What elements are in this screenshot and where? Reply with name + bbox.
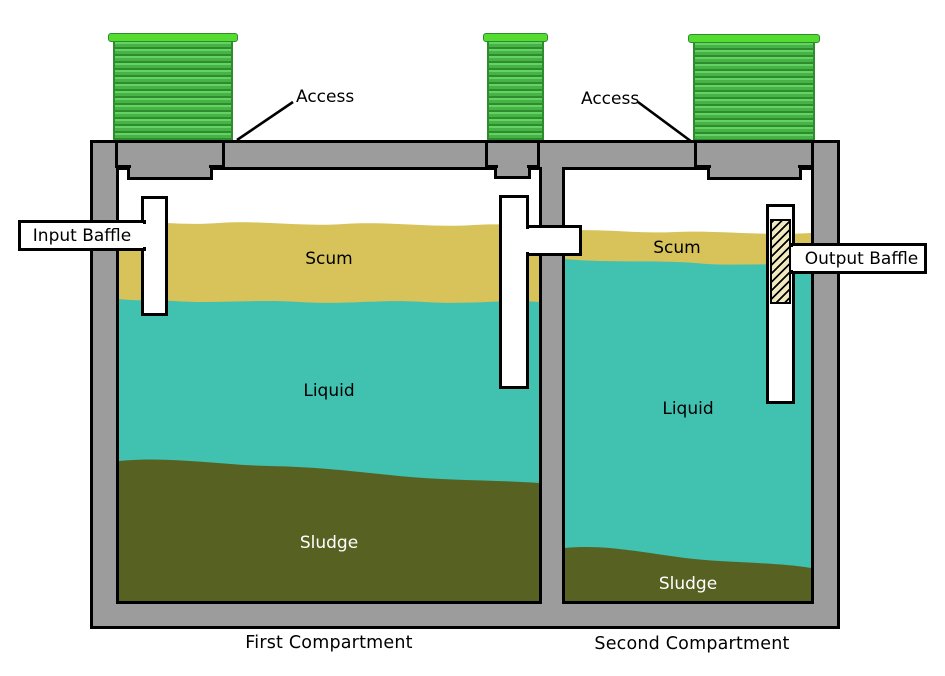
center-baffle-arm: [526, 225, 582, 256]
input-baffle-pipe: [141, 196, 168, 316]
sludge-layer: [565, 547, 811, 601]
input-baffle-label-text: Input Baffle: [32, 225, 132, 246]
sludge-label-1: Sludge: [299, 533, 359, 553]
pipe-patch: [791, 247, 798, 270]
access-label-right: Access: [581, 89, 640, 109]
liquid-label-2: Liquid: [662, 399, 714, 419]
effluent-filter: [770, 219, 791, 304]
access-riser: [487, 42, 544, 143]
center-baffle-pipe: [499, 195, 529, 389]
pipe-patch: [524, 229, 531, 252]
plug-patch: [131, 163, 209, 169]
input-baffle-label: Input Baffle: [18, 220, 146, 251]
liquid-label-1: Liquid: [303, 381, 355, 401]
access-pointer-right: [637, 100, 693, 144]
riser-lid: [688, 34, 820, 43]
compartment-1-caption: First Compartment: [245, 633, 413, 653]
scum-label-2: Scum: [653, 238, 701, 258]
pipe-patch: [140, 224, 148, 247]
access-riser: [693, 43, 815, 143]
scum-layer: [565, 230, 811, 266]
compartment-1-layers: [119, 222, 539, 601]
compartment-1: [116, 167, 542, 604]
scum-layer: [119, 222, 539, 303]
plug-patch: [711, 163, 798, 169]
riser-lid: [108, 33, 238, 42]
access-label-left: Access: [296, 87, 355, 107]
access-riser: [113, 42, 233, 143]
riser-lid: [483, 33, 548, 42]
plug-patch: [498, 163, 527, 169]
access-pointer-left: [236, 100, 294, 142]
output-baffle-label-text: Output Baffle: [804, 248, 919, 269]
sludge-layer: [119, 459, 539, 601]
sludge-label-2: Sludge: [658, 574, 718, 594]
compartment-2-caption: Second Compartment: [594, 634, 790, 654]
output-baffle-label: Output Baffle: [790, 243, 927, 274]
scum-label-1: Scum: [305, 249, 353, 269]
